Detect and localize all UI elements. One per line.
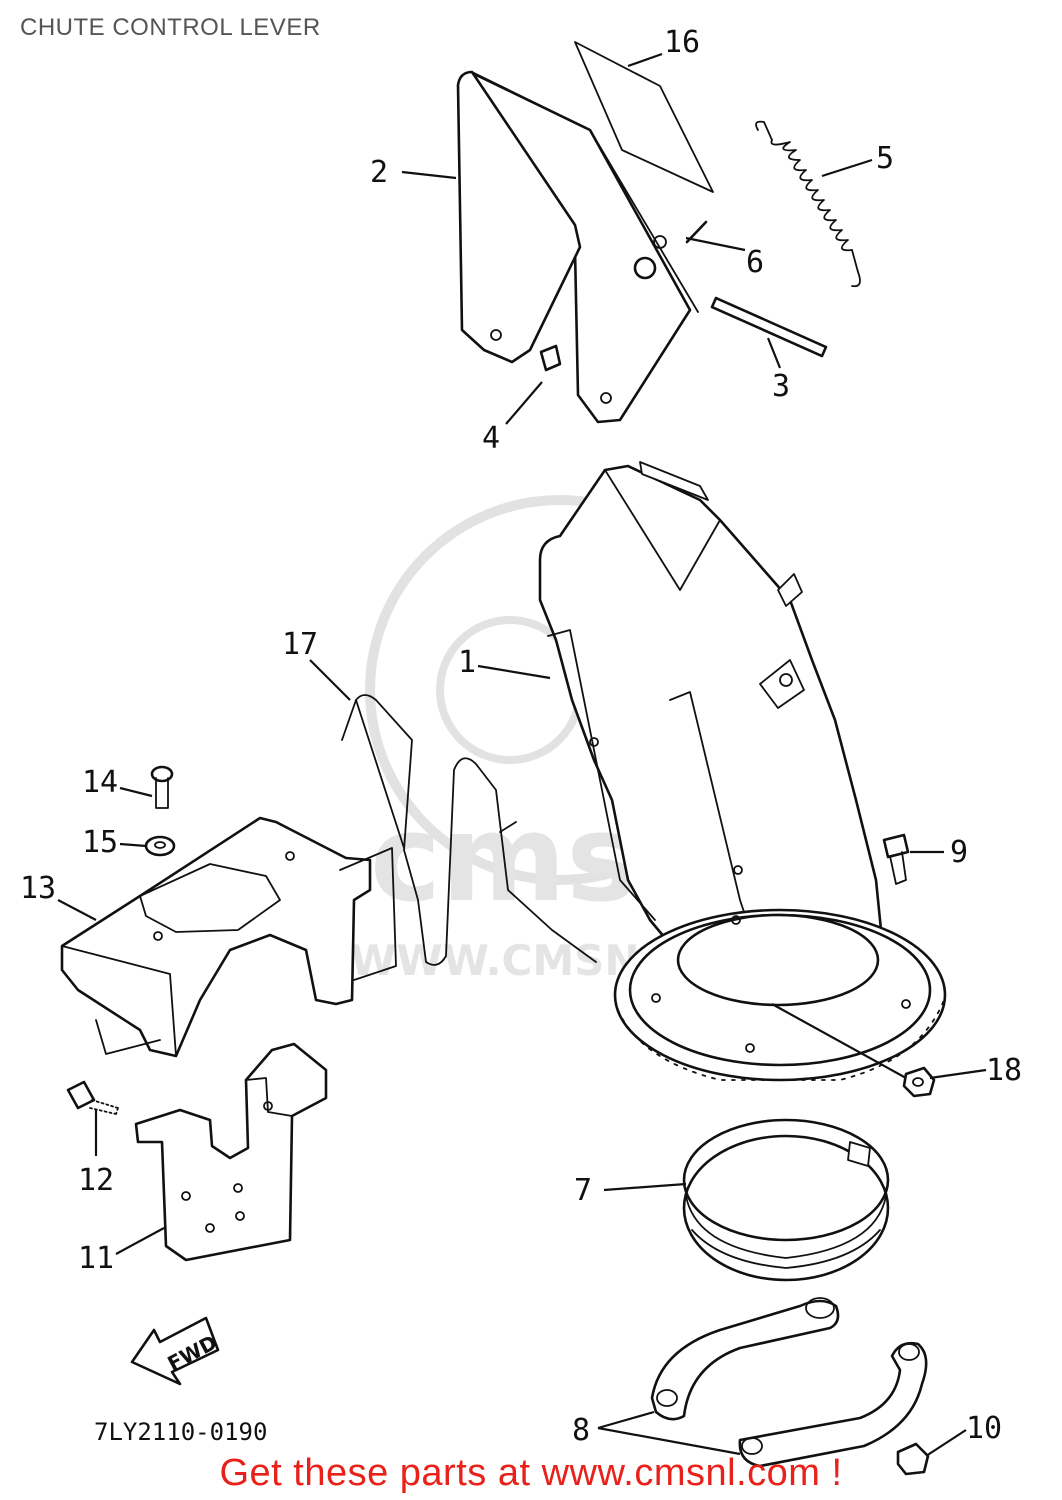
callout-1[interactable]: 1	[458, 645, 476, 680]
part-2-deflector[interactable]	[456, 70, 699, 424]
callout-2[interactable]: 2	[370, 155, 388, 190]
callout-12[interactable]: 12	[78, 1163, 114, 1198]
part-13-lever-cover[interactable]	[60, 816, 397, 1058]
callout-16[interactable]: 16	[664, 25, 700, 60]
part-7-collar[interactable]	[682, 1118, 890, 1282]
callout-7[interactable]: 7	[574, 1173, 592, 1208]
leader-lines	[57, 52, 987, 1457]
part-17-control-rod[interactable]	[341, 694, 597, 966]
part-16-label-sheet[interactable]	[574, 41, 714, 193]
callout-6[interactable]: 6	[746, 245, 764, 280]
callout-8[interactable]: 8	[572, 1413, 590, 1448]
callout-18[interactable]: 18	[986, 1053, 1022, 1088]
callout-9[interactable]: 9	[950, 835, 968, 870]
diagram-code: 7LY2110-0190	[94, 1418, 267, 1446]
callout-10[interactable]: 10	[966, 1411, 1002, 1446]
part-14-screw[interactable]	[150, 765, 174, 809]
callout-5[interactable]: 5	[876, 141, 894, 176]
part-3-shaft[interactable]	[710, 296, 828, 358]
callout-15[interactable]: 15	[82, 825, 118, 860]
part-5-spring[interactable]	[755, 120, 861, 288]
part-10-clip[interactable]	[896, 1442, 930, 1476]
callout-14[interactable]: 14	[82, 765, 118, 800]
part-1-chute[interactable]	[538, 461, 947, 1082]
callout-labels: 2 16 5 6 3 4 1 17 14 15 13 9 18 7 12 11 …	[20, 25, 1022, 1448]
callout-13[interactable]: 13	[20, 871, 56, 906]
part-4-bushing[interactable]	[539, 344, 562, 372]
part-15-washer[interactable]	[144, 835, 176, 857]
callout-11[interactable]: 11	[78, 1241, 114, 1276]
promo-link[interactable]: Get these parts at www.cmsnl.com !	[219, 1452, 843, 1494]
fwd-arrow: FWD	[130, 1316, 221, 1386]
part-18-nut[interactable]	[902, 1066, 936, 1098]
part-11-bracket[interactable]	[134, 1042, 328, 1262]
callout-17[interactable]: 17	[282, 627, 318, 662]
part-9-bolt[interactable]	[882, 833, 910, 885]
diagram-title: CHUTE CONTROL LEVER	[20, 14, 321, 41]
part-12-bolt[interactable]	[66, 1080, 119, 1115]
callout-3[interactable]: 3	[772, 369, 790, 404]
callout-4[interactable]: 4	[482, 421, 500, 456]
part-8-arc-guides[interactable]	[650, 1297, 928, 1468]
